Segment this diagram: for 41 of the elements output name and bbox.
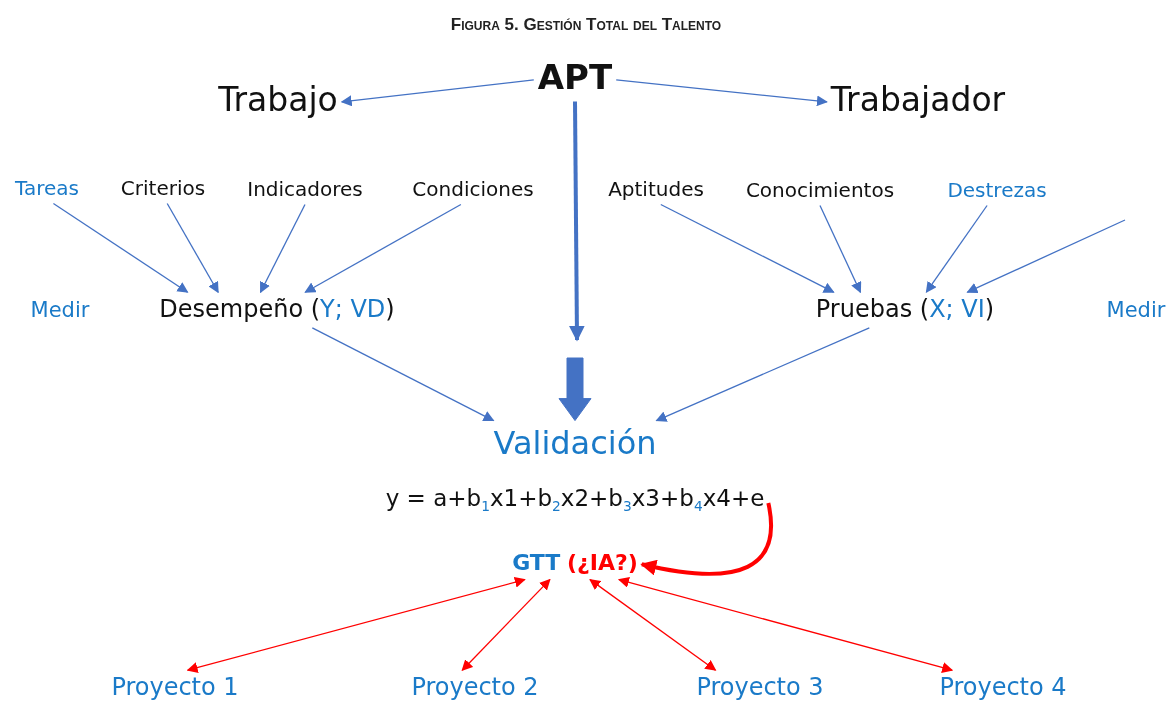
concept-label: Proyecto 4 <box>939 674 1067 702</box>
double-arrow <box>461 578 551 671</box>
double-arrow <box>617 576 954 673</box>
side-note: Medir <box>30 298 90 322</box>
arrow <box>615 79 828 107</box>
system-text: GTT (¿IA?) <box>512 550 638 576</box>
arrow <box>259 203 306 294</box>
concept-label: Proyecto 3 <box>696 674 824 702</box>
concept-label: Proyecto 1 <box>111 674 239 702</box>
heading-text: APT <box>537 58 613 98</box>
arrow <box>819 204 862 294</box>
arrow <box>966 219 1126 294</box>
concept-label: Aptitudes <box>608 177 704 201</box>
double-arrow <box>589 579 717 671</box>
side-note: Medir <box>1106 298 1166 322</box>
figure-title: Figura 5. Gestión Total del Talento <box>450 15 722 35</box>
concept-label: Indicadores <box>247 177 363 201</box>
concept-label: Criterios <box>120 176 206 200</box>
arrow <box>166 202 219 294</box>
formula-text: y = a+b$_{1}$x1+b$_{2}$x2+b$_{3}$x3+b$_{4}$x4+e <box>385 484 765 516</box>
concept-text: Trabajador <box>830 81 1006 119</box>
block-arrow <box>558 357 592 422</box>
arrow <box>304 203 462 293</box>
concept-label: Pruebas (X; VI) <box>815 296 995 324</box>
concept-label: Conocimientos <box>745 178 895 202</box>
arrow <box>655 327 870 422</box>
concept-label: Proyecto 2 <box>411 674 539 702</box>
arrow <box>340 79 535 107</box>
concept-label: Desempeño (Y; VD) <box>159 296 395 324</box>
result-text: Validación <box>493 424 657 462</box>
arrow <box>311 327 495 422</box>
arrow <box>640 502 773 576</box>
concept-label: Destrezas <box>947 178 1047 202</box>
concept-label: Tareas <box>15 176 79 200</box>
arrow <box>660 203 835 293</box>
arrow <box>925 204 988 294</box>
arrow <box>568 101 585 342</box>
concept-text: Trabajo <box>218 81 338 119</box>
double-arrow <box>186 576 526 673</box>
arrow <box>52 202 189 293</box>
concept-label: Condiciones <box>412 177 534 201</box>
